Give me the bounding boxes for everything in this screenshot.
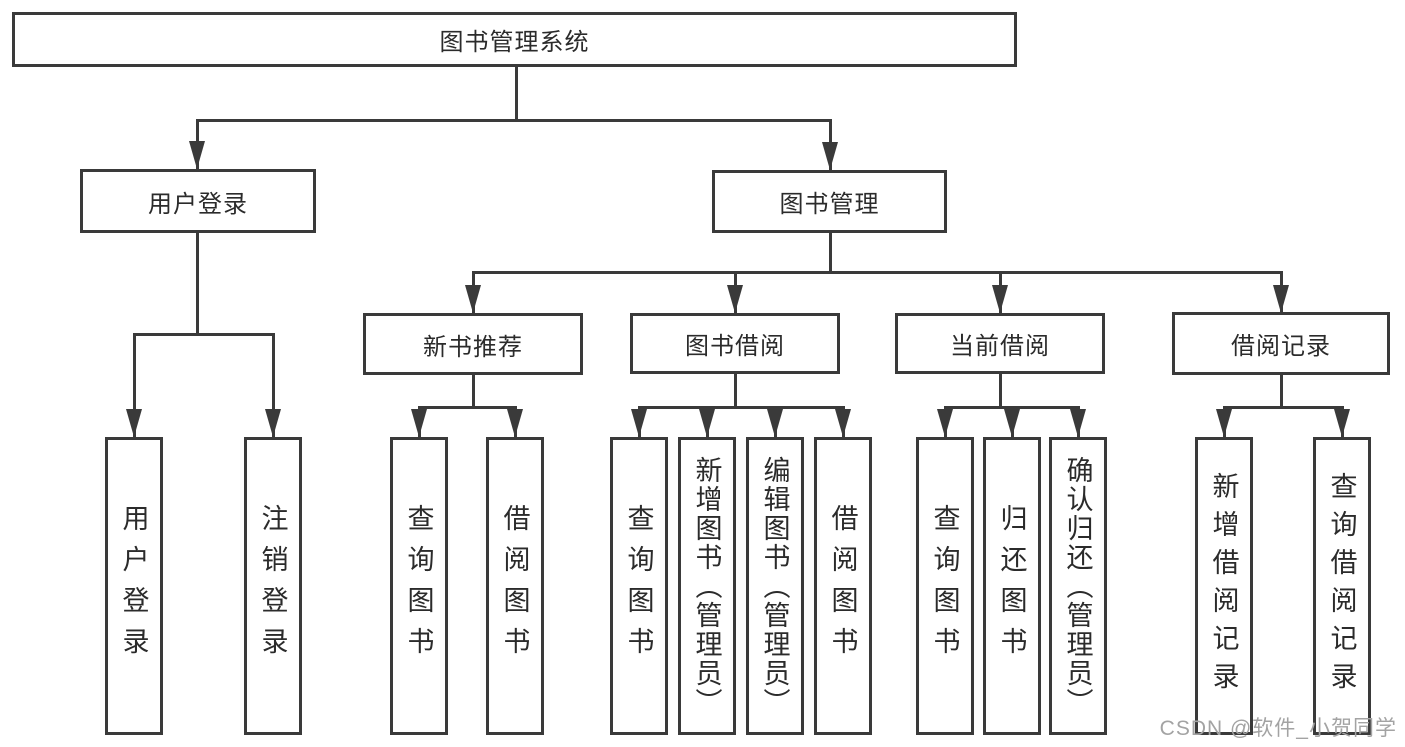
leaf-edit-book-admin: 编辑图书（管理员） bbox=[746, 437, 804, 735]
arrowhead-icon bbox=[411, 409, 427, 437]
arrowhead-icon bbox=[727, 285, 743, 313]
leaf-add-book-admin: 新增图书（管理员） bbox=[678, 437, 736, 735]
leaf-logout-label: 注销登录 bbox=[257, 504, 288, 668]
arrowhead-icon bbox=[1273, 285, 1289, 313]
leaf-query-borrow-record: 查询借阅记录 bbox=[1313, 437, 1371, 735]
leaf-add-borrow-record: 新增借阅记录 bbox=[1195, 437, 1253, 735]
arrowhead-icon bbox=[992, 285, 1008, 313]
node-book-borrowing-label: 图书借阅 bbox=[685, 333, 785, 360]
leaf-query-books-2-label: 查询图书 bbox=[623, 504, 654, 668]
node-root-label: 图书管理系统 bbox=[439, 29, 590, 56]
connector-userlogin-rail bbox=[133, 333, 275, 336]
arrowhead-icon bbox=[265, 409, 281, 437]
arrowhead-icon bbox=[1004, 409, 1020, 437]
leaf-query-books-1-label: 查询图书 bbox=[403, 504, 434, 668]
leaf-add-book-admin-label: 新增图书（管理员） bbox=[691, 455, 722, 717]
arrowhead-icon bbox=[631, 409, 647, 437]
node-book-management: 图书管理 bbox=[712, 170, 947, 233]
leaf-confirm-return-admin-label: 确认归还（管理员） bbox=[1062, 455, 1093, 717]
node-user-login: 用户登录 bbox=[80, 169, 316, 233]
connector-userlogin-stub bbox=[196, 232, 199, 335]
arrowhead-icon bbox=[1070, 409, 1086, 437]
leaf-borrow-books-2-label: 借阅图书 bbox=[827, 504, 858, 668]
node-new-book-recommend: 新书推荐 bbox=[363, 313, 583, 375]
leaf-user-login: 用户登录 bbox=[105, 437, 163, 735]
leaf-add-borrow-record-label: 新增借阅记录 bbox=[1208, 472, 1239, 700]
leaf-return-book-label: 归还图书 bbox=[996, 504, 1027, 668]
arrowhead-icon bbox=[189, 141, 205, 169]
connector-stub bbox=[472, 374, 475, 408]
leaf-query-books-1: 查询图书 bbox=[390, 437, 448, 735]
leaf-user-login-label: 用户登录 bbox=[118, 504, 149, 668]
node-current-borrowing: 当前借阅 bbox=[895, 313, 1105, 374]
connector-rail bbox=[418, 406, 517, 409]
leaf-logout: 注销登录 bbox=[244, 437, 302, 735]
arrowhead-icon bbox=[699, 409, 715, 437]
leaf-borrow-books-1-label: 借阅图书 bbox=[499, 504, 530, 668]
leaf-edit-book-admin-label: 编辑图书（管理员） bbox=[759, 455, 790, 717]
connector-leaf bbox=[272, 333, 275, 437]
arrowhead-icon bbox=[937, 409, 953, 437]
arrowhead-icon bbox=[507, 409, 523, 437]
leaf-query-books-3-label: 查询图书 bbox=[929, 504, 960, 668]
node-book-borrowing: 图书借阅 bbox=[630, 313, 840, 374]
connector-rail bbox=[1223, 406, 1343, 409]
connector-leaf bbox=[133, 333, 136, 437]
arrowhead-icon bbox=[1334, 409, 1350, 437]
node-current-borrowing-label: 当前借阅 bbox=[950, 333, 1050, 360]
node-root: 图书管理系统 bbox=[12, 12, 1017, 67]
arrowhead-icon bbox=[465, 285, 481, 313]
node-user-login-label: 用户登录 bbox=[148, 190, 248, 218]
connector-root-stub bbox=[515, 67, 518, 120]
connector-stub bbox=[1280, 374, 1283, 408]
leaf-query-books-2: 查询图书 bbox=[610, 437, 668, 735]
leaf-return-book: 归还图书 bbox=[983, 437, 1041, 735]
leaf-confirm-return-admin: 确认归还（管理员） bbox=[1049, 437, 1107, 735]
connector-rail bbox=[638, 406, 844, 409]
node-borrow-records-label: 借阅记录 bbox=[1231, 333, 1331, 360]
arrowhead-icon bbox=[126, 409, 142, 437]
connector-stub bbox=[734, 373, 737, 408]
connector-stub bbox=[999, 373, 1002, 408]
leaf-query-books-3: 查询图书 bbox=[916, 437, 974, 735]
arrowhead-icon bbox=[822, 142, 838, 170]
arrowhead-icon bbox=[767, 409, 783, 437]
node-borrow-records: 借阅记录 bbox=[1172, 312, 1390, 375]
connector-bookmgmt-stub bbox=[829, 232, 832, 274]
arrowhead-icon bbox=[1216, 409, 1232, 437]
node-book-management-label: 图书管理 bbox=[779, 191, 880, 218]
connector-l2-rail bbox=[196, 119, 832, 122]
arrowhead-icon bbox=[835, 409, 851, 437]
leaf-query-borrow-record-label: 查询借阅记录 bbox=[1326, 472, 1357, 700]
node-new-book-recommend-label: 新书推荐 bbox=[423, 333, 523, 361]
connector-l3-rail bbox=[472, 271, 1282, 274]
leaf-borrow-books-2: 借阅图书 bbox=[814, 437, 872, 735]
csdn-watermark: CSDN @软件_小贺同学 bbox=[1159, 717, 1397, 740]
leaf-borrow-books-1: 借阅图书 bbox=[486, 437, 544, 735]
